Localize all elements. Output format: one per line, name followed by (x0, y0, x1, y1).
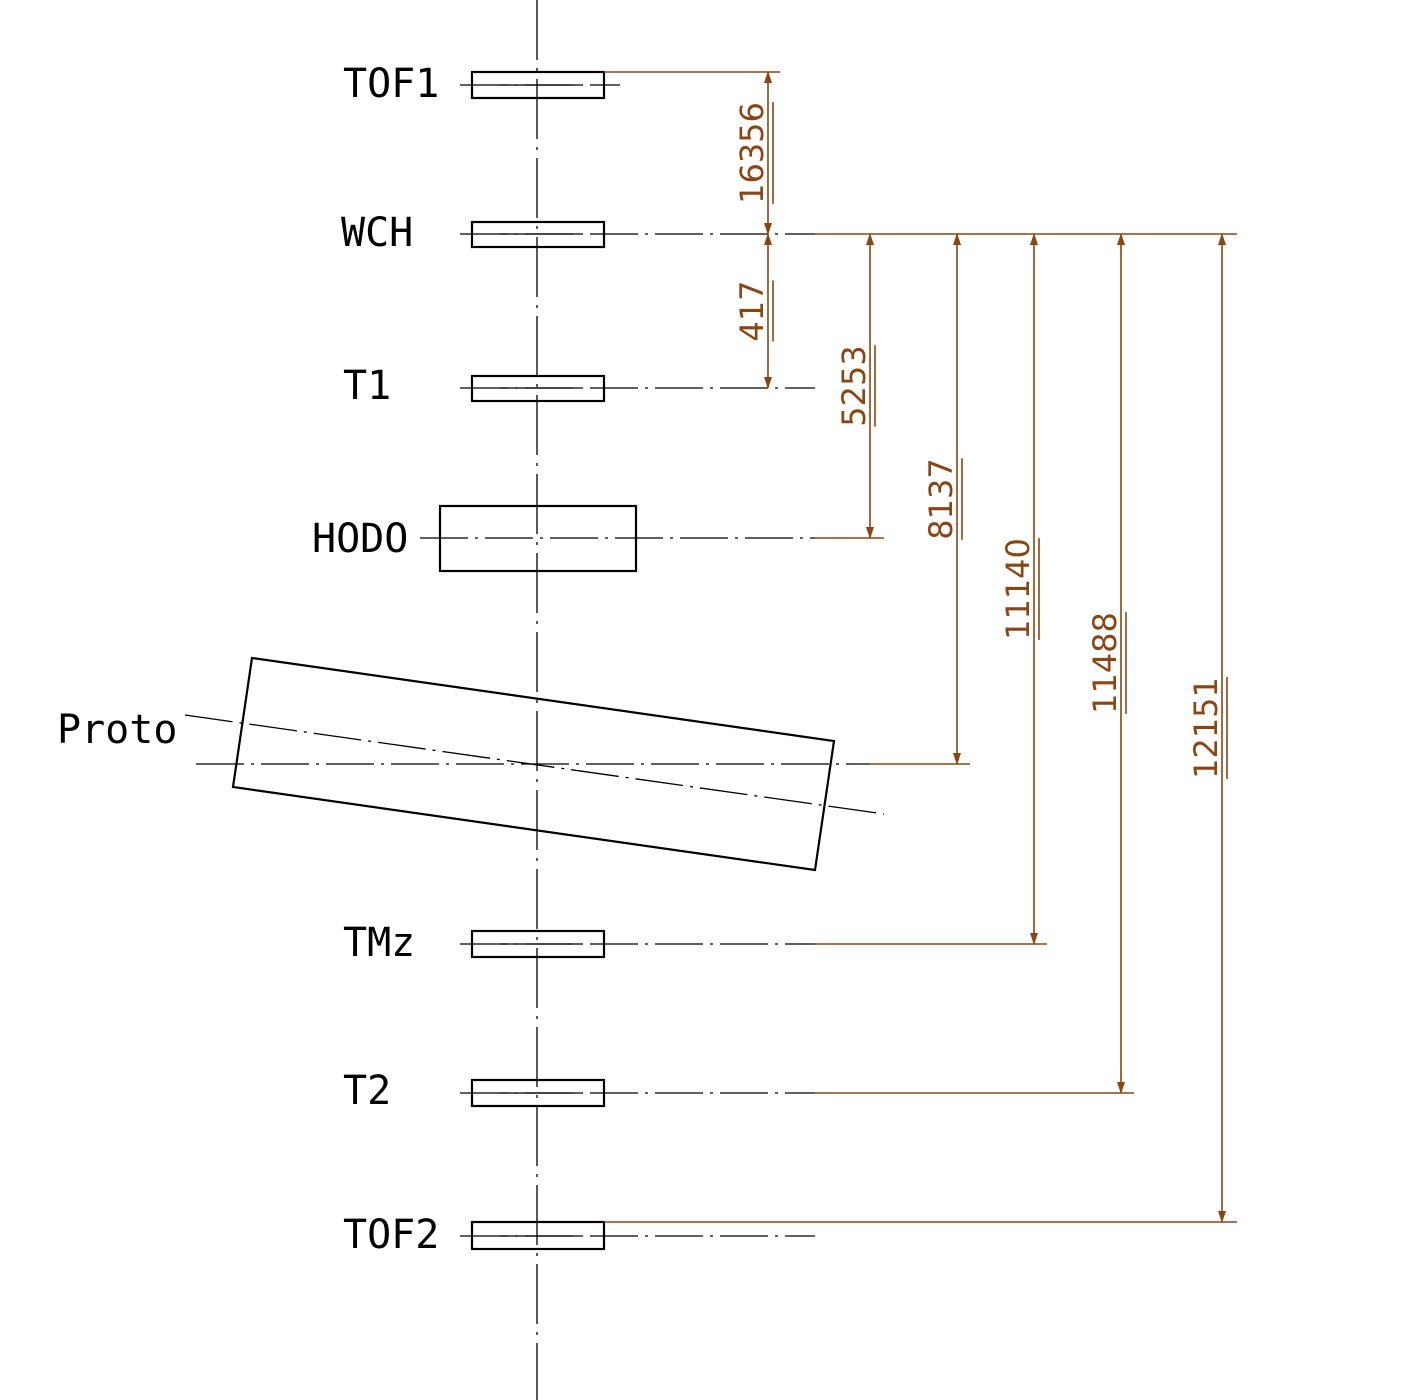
label-t1: T1 (343, 363, 391, 409)
label-t2: T2 (343, 1068, 391, 1114)
dim-wch-tmz-text: 11140 (999, 538, 1037, 640)
detector-t2: T2 (343, 1068, 815, 1114)
label-hodo: HODO (312, 516, 408, 562)
dim-tof1-wch-text: 16356 (733, 102, 771, 204)
dimension-wch-t2: 11488 (1086, 233, 1127, 1094)
dimension-wch-tmz: 11140 (999, 233, 1040, 945)
dim-wch-tof2-text: 12151 (1187, 677, 1225, 779)
label-tof1: TOF1 (343, 61, 439, 107)
extension-lines (604, 71, 1237, 1223)
dimension-tof1-wch: 16356 (733, 71, 774, 235)
dim-wch-proto-text: 8137 (922, 458, 960, 539)
label-proto: Proto (57, 707, 177, 753)
detector-wch: WCH (341, 210, 815, 256)
detector-tof1: TOF1 (343, 61, 620, 107)
dimension-wch-proto: 8137 (922, 233, 963, 765)
dimension-wch-tof2: 12151 (1187, 233, 1228, 1223)
detector-tof2: TOF2 (343, 1212, 815, 1258)
dimension-wch-hodo: 5253 (835, 233, 876, 539)
detector-tmz: TMz (343, 920, 815, 966)
detector-t1: T1 (343, 363, 815, 409)
dim-wch-t2-text: 11488 (1086, 612, 1124, 714)
dim-wch-hodo-text: 5253 (835, 345, 873, 426)
label-tof2: TOF2 (343, 1212, 439, 1258)
label-tmz: TMz (343, 920, 415, 966)
label-wch: WCH (341, 210, 413, 256)
detector-proto: Proto (57, 656, 885, 872)
detector-hodo: HODO (312, 504, 815, 573)
dimension-wch-t1: 417 (733, 233, 774, 389)
dim-wch-t1-text: 417 (733, 280, 771, 341)
